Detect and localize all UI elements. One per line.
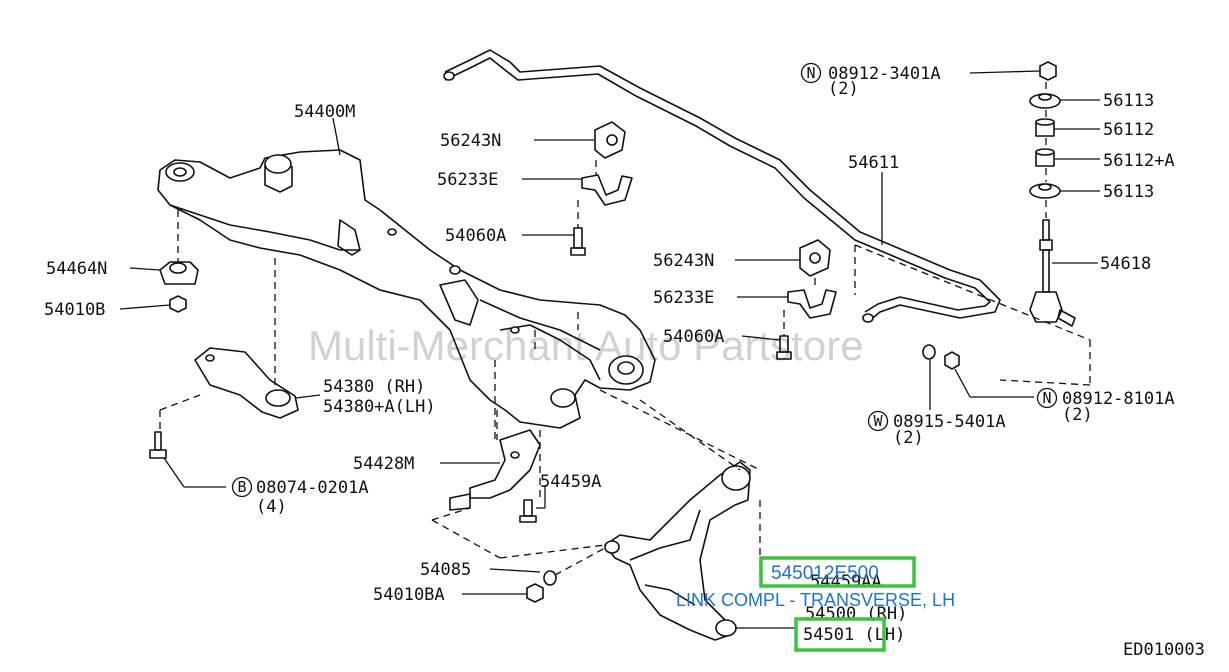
prefix-w-08915-5401A: W bbox=[867, 410, 889, 432]
stabilizer-link-54618[interactable] bbox=[1029, 219, 1076, 327]
prefix-letter: B bbox=[237, 478, 246, 496]
washer-54085[interactable] bbox=[543, 570, 557, 586]
bushing-56112A[interactable] bbox=[1035, 148, 1055, 167]
label-54060A-lower[interactable]: 54060A bbox=[663, 327, 724, 347]
label-54400M[interactable]: 54400M bbox=[294, 102, 355, 122]
bushing-56243N-lower[interactable] bbox=[799, 239, 831, 277]
label-56113-lower[interactable]: 56113 bbox=[1103, 182, 1154, 202]
prefix-letter: N bbox=[1042, 389, 1051, 407]
bolt-54459A[interactable] bbox=[519, 499, 537, 523]
clamp-56233E-lower[interactable] bbox=[787, 289, 837, 319]
washer-56113-lower[interactable] bbox=[1029, 183, 1061, 199]
label-54428M[interactable]: 54428M bbox=[353, 454, 414, 474]
label-54459A[interactable]: 54459A bbox=[540, 472, 601, 492]
label-54085[interactable]: 54085 bbox=[420, 560, 471, 580]
label-56112A[interactable]: 56112+A bbox=[1103, 151, 1175, 171]
label-08912-3401A[interactable]: 08912-3401A bbox=[828, 64, 941, 84]
prefix-letter: W bbox=[873, 412, 883, 430]
label-54060A-upper[interactable]: 54060A bbox=[445, 226, 506, 246]
prefix-letter: N bbox=[806, 64, 815, 82]
label-54611[interactable]: 54611 bbox=[848, 153, 899, 173]
label-08915-5401A-qty: (2) bbox=[893, 428, 924, 448]
label-54380-rh[interactable]: 54380 (RH) bbox=[323, 377, 425, 397]
label-56233E-upper[interactable]: 56233E bbox=[437, 170, 498, 190]
label-56243N-upper[interactable]: 56243N bbox=[440, 131, 501, 151]
watermark: Multi-Merchant Auto Partstore bbox=[308, 322, 864, 369]
bracket-54428M[interactable] bbox=[449, 429, 541, 511]
label-56233E-lower[interactable]: 56233E bbox=[653, 288, 714, 308]
clamp-56233E-upper[interactable] bbox=[581, 174, 633, 206]
part-labels: 54400M 56243N 56233E 54060A 56243N 56233… bbox=[44, 64, 1205, 660]
bolt-54060A-lower[interactable] bbox=[776, 335, 792, 360]
dashed-alignment-lines bbox=[159, 82, 1091, 576]
nut-54010B[interactable] bbox=[169, 295, 187, 313]
nut-54010BA[interactable] bbox=[526, 583, 544, 603]
bushing-56112[interactable] bbox=[1035, 118, 1055, 137]
label-08912-8101A[interactable]: 08912-8101A bbox=[1062, 389, 1175, 409]
bushing-56243N-upper[interactable] bbox=[594, 121, 626, 159]
prefix-n-08912-3401A: N bbox=[800, 62, 822, 84]
label-54501-lh[interactable]: 54501 (LH) bbox=[803, 625, 905, 645]
label-56243N-lower[interactable]: 56243N bbox=[653, 251, 714, 271]
crossmember[interactable] bbox=[157, 149, 656, 429]
highlight-description: LINK COMPL - TRANSVERSE, LH bbox=[676, 590, 955, 610]
stabilizer-bar[interactable] bbox=[443, 49, 1001, 323]
diagram-code: ED010003 bbox=[1123, 640, 1205, 660]
label-08915-5401A[interactable]: 08915-5401A bbox=[893, 412, 1006, 432]
prefix-b-08074-0201A: B bbox=[231, 476, 253, 498]
label-54380A-lh[interactable]: 54380+A(LH) bbox=[323, 397, 436, 417]
bolt-54060A-upper[interactable] bbox=[570, 227, 586, 256]
washer-56113-upper[interactable] bbox=[1029, 93, 1061, 109]
bolt-08074[interactable] bbox=[149, 431, 167, 459]
label-54618[interactable]: 54618 bbox=[1100, 254, 1151, 274]
label-56113-upper[interactable]: 56113 bbox=[1103, 91, 1154, 111]
highlight-overlay[interactable]: 545012E500 LINK COMPL - TRANSVERSE, LH bbox=[676, 556, 955, 652]
label-08074-0201A[interactable]: 08074-0201A bbox=[256, 478, 369, 498]
highlight-box-part-number[interactable] bbox=[759, 556, 916, 588]
leader-lines bbox=[119, 70, 1100, 629]
label-08912-3401A-qty: (2) bbox=[828, 79, 859, 99]
transverse-link[interactable] bbox=[604, 461, 751, 641]
label-54010B[interactable]: 54010B bbox=[44, 300, 105, 320]
label-08912-8101A-qty: (2) bbox=[1062, 405, 1093, 425]
label-56112[interactable]: 56112 bbox=[1103, 120, 1154, 140]
mount-bracket[interactable] bbox=[194, 347, 299, 419]
label-54464N[interactable]: 54464N bbox=[46, 259, 107, 279]
nut-08912-8101A[interactable] bbox=[944, 351, 960, 370]
label-08074-qty: (4) bbox=[256, 497, 287, 517]
nut-08912-3401A[interactable] bbox=[1039, 61, 1057, 81]
washer-08915-5401A[interactable] bbox=[922, 344, 936, 360]
label-54010BA[interactable]: 54010BA bbox=[373, 585, 445, 605]
insulator-54464N[interactable] bbox=[159, 261, 199, 285]
highlight-box-54501[interactable] bbox=[794, 617, 886, 652]
prefix-n-08912-8101A: N bbox=[1036, 387, 1058, 409]
highlight-part-number[interactable]: 545012E500 bbox=[771, 563, 879, 584]
